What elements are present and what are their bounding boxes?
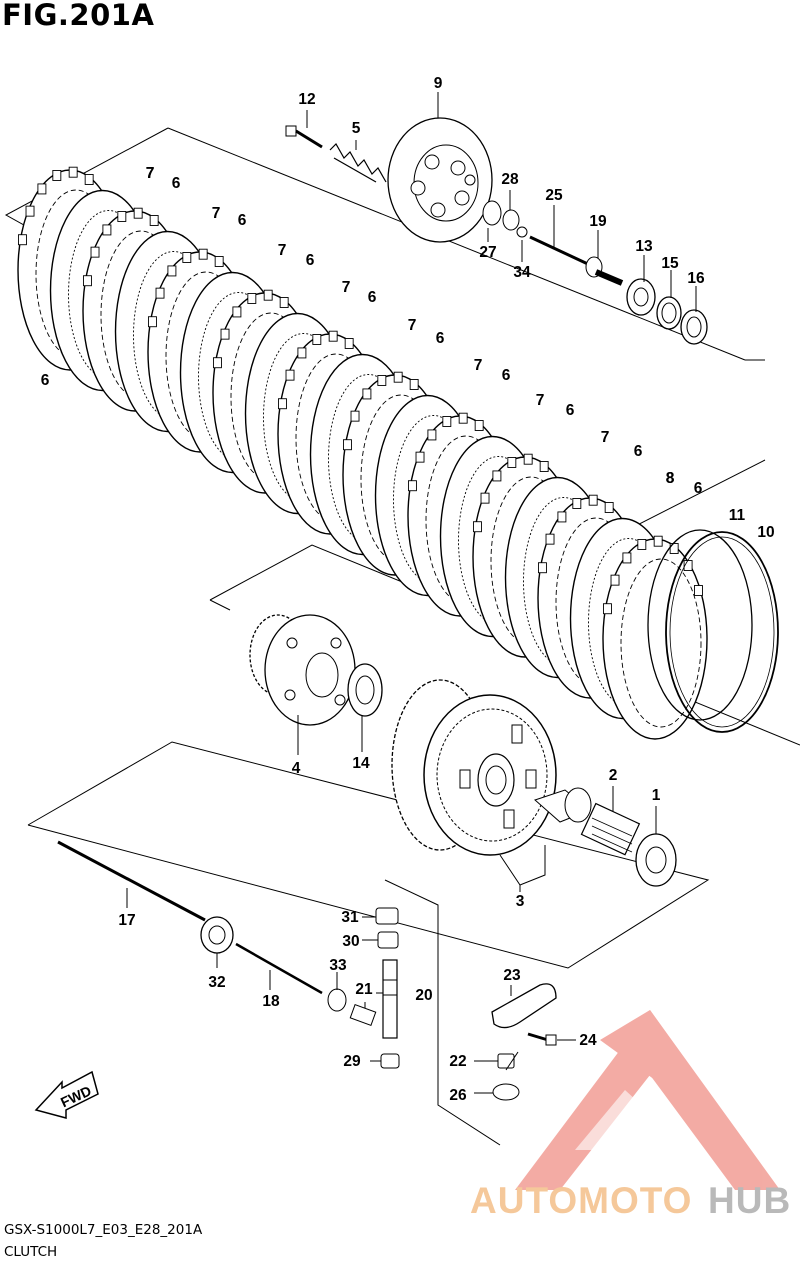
callout-19: 19 [589,213,607,230]
callout-5: 5 [352,120,361,137]
washer [492,1083,520,1101]
plate-label: 7 [278,242,287,259]
callout-26: 26 [449,1087,467,1104]
watermark-text-1: AUTOMOTO [470,1180,692,1221]
plate-label: 6 [566,402,575,419]
plate-label: 6 [172,175,181,192]
figure-name: CLUTCH [4,1244,58,1260]
callout-3: 3 [516,893,525,910]
washer [482,200,502,226]
callout-27: 27 [479,244,496,261]
friction-plate [602,535,708,740]
seat-ring-inner [669,536,775,728]
plate-label: 8 [666,470,675,487]
plate-label: 7 [146,165,155,182]
spring-washer [647,529,753,721]
callout-1: 1 [652,787,661,804]
callout-21: 21 [355,981,373,998]
callout-12: 12 [298,91,315,108]
callout-labels: 1234567891011121314151617181920212223242… [41,75,775,1104]
release-shaft [382,959,398,1039]
plate-label: 7 [601,429,610,446]
callout-22: 22 [449,1053,466,1070]
push-rod-short [235,942,323,995]
callout-20: 20 [415,987,432,1004]
release-arm [491,983,557,1029]
plate-label: 6 [306,252,315,269]
callout-14: 14 [352,755,370,772]
callout-13: 13 [635,238,653,255]
callout-32: 32 [208,974,225,991]
pressure-plate [387,117,493,243]
lower-frame [27,741,710,969]
push-piece [585,256,624,286]
callout-24: 24 [579,1032,597,1049]
callout-34: 34 [513,264,531,281]
spring [329,143,387,183]
callout-8: 8 [666,470,675,487]
callout-9: 9 [434,75,443,92]
primary-driven-gear-assembly [391,679,557,856]
forward-arrow-icon: FWD [34,1070,99,1119]
figure-title: FIG.201A [2,0,155,32]
leader-lines [126,92,697,1094]
callout-23: 23 [503,967,521,984]
bearing [502,209,520,231]
spacer [534,787,592,823]
plate-label: 7 [212,205,221,222]
watermark-text-2: HUB [708,1180,791,1221]
callout-31: 31 [341,909,359,926]
callout-16: 16 [687,270,705,287]
seat-ring [665,531,779,733]
seal [327,988,347,1012]
callout-15: 15 [661,255,679,272]
push-rod [57,840,206,922]
callout-30: 30 [342,933,359,950]
plate-label: 6 [634,443,643,460]
plate-label: 6 [238,212,247,229]
plate-label: 6 [502,367,511,384]
plate-label: 7 [474,357,483,374]
plate-label: 6 [436,330,445,347]
callout-4: 4 [292,760,301,777]
figure-code: GSX-S1000L7_E03_E28_201A [4,1222,203,1238]
watermark-logo-icon [515,1010,780,1190]
plate-label: 6 [368,289,377,306]
callout-18: 18 [262,993,280,1010]
bolt [285,125,323,149]
plate-label: 7 [342,279,351,296]
callout-29: 29 [343,1053,361,1070]
callout-2: 2 [609,767,618,784]
callout-17: 17 [118,912,135,929]
callout-28: 28 [501,171,519,188]
bearing [380,1053,400,1069]
plate-label: 7 [536,392,545,409]
pin [349,1004,377,1026]
callout-10: 10 [757,524,774,541]
callout-33: 33 [329,957,347,974]
plate-label: 7 [408,317,417,334]
needle-bearing [580,802,641,856]
callout-25: 25 [545,187,563,204]
seal [375,907,399,925]
clutch-plate-stack [17,166,779,740]
nut [516,226,528,238]
bearing [377,931,399,949]
callout-7: 7 [146,165,155,182]
rod [529,235,591,267]
clutch-sleeve-hub [249,614,356,726]
callout-11: 11 [729,507,746,524]
plate-label: 6 [694,480,703,497]
callout-6: 6 [41,372,50,389]
